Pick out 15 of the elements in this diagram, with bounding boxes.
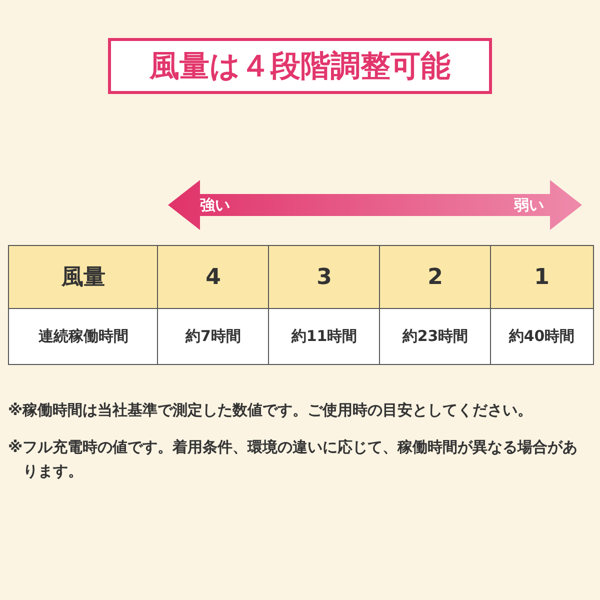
table-cell: 約7時間 bbox=[157, 308, 270, 364]
table-header-cell: 4 bbox=[157, 245, 270, 310]
title-banner: 風量は４段階調整可能 bbox=[108, 38, 492, 94]
table-cell: 約11時間 bbox=[268, 308, 380, 364]
table-header-cell: 2 bbox=[379, 245, 492, 310]
table-header-cell: 3 bbox=[268, 245, 380, 310]
strength-label: 強い bbox=[200, 196, 230, 215]
table-cell: 連続稼働時間 bbox=[8, 308, 158, 364]
strength-label: 弱い bbox=[514, 196, 544, 215]
table-cell: 約23時間 bbox=[379, 308, 492, 364]
table-cell: 約40時間 bbox=[490, 308, 594, 364]
table-header-cell: 1 bbox=[490, 245, 594, 310]
note-text: ※稼働時間は当社基準で測定した数値です。ご使用時の目安としてください。 bbox=[8, 400, 534, 421]
table-header-cell: 風量 bbox=[8, 245, 158, 310]
note-text: ※フル充電時の値です。着用条件、環境の違いに応じて、稼働時間が異なる場合があります。 bbox=[8, 437, 578, 482]
